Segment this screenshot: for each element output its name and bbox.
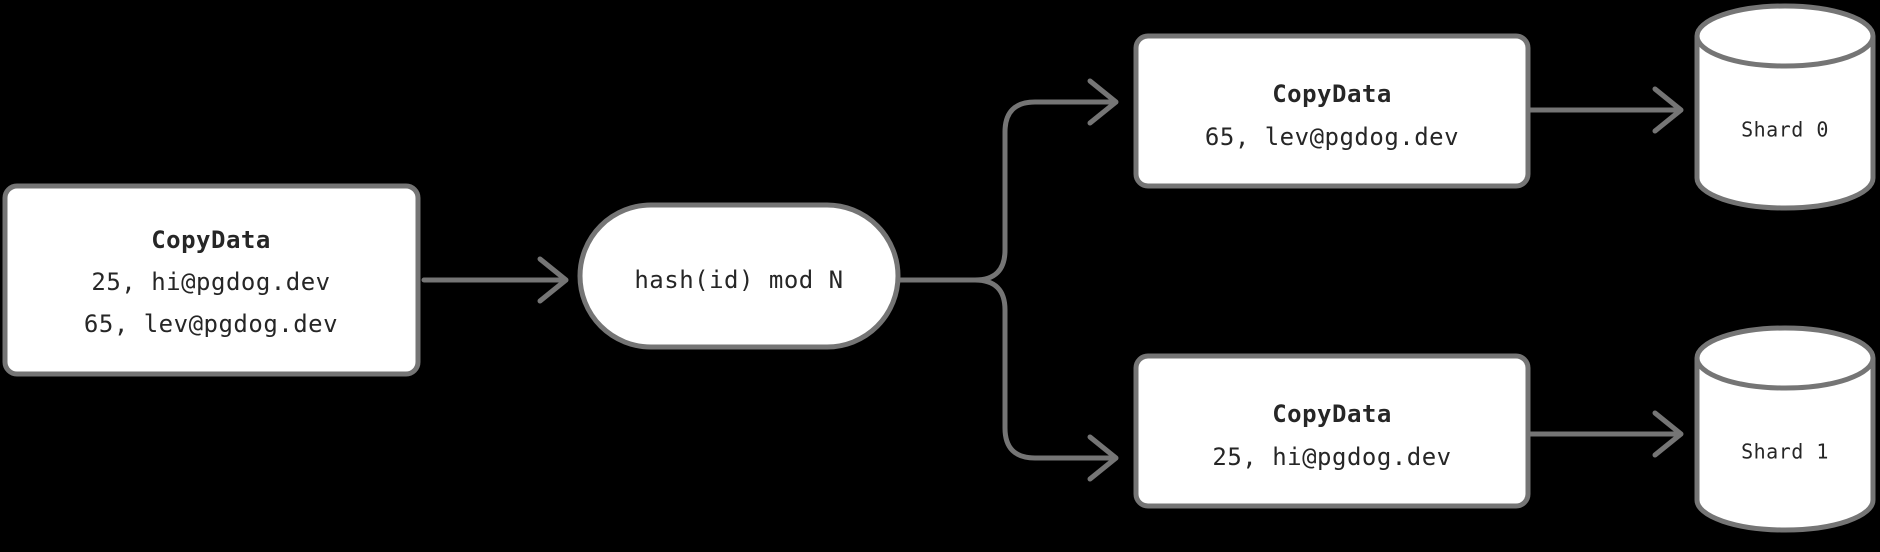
arrow-head-icon xyxy=(1087,434,1119,482)
edge-router-to-branch-top xyxy=(895,78,1119,283)
arrow-head-icon xyxy=(537,256,569,304)
edge-source-to-router xyxy=(421,256,569,304)
shard-1-label: Shard 1 xyxy=(1741,440,1829,464)
branch-top-row-0: 65, lev@pgdog.dev xyxy=(1205,123,1459,151)
edge-line xyxy=(895,277,1113,461)
arrow-head-icon xyxy=(1652,410,1684,458)
branch-bottom-row-0: 25, hi@pgdog.dev xyxy=(1212,443,1451,471)
router-label: hash(id) mod N xyxy=(634,266,843,294)
edge-line xyxy=(895,99,1113,283)
edge-branch-bottom-to-shard-1 xyxy=(1527,410,1684,458)
arrow-head-icon xyxy=(1652,86,1684,134)
node-box[interactable] xyxy=(2,183,421,377)
arrow-head-icon xyxy=(1087,78,1119,126)
source-row-1: 65, lev@pgdog.dev xyxy=(84,310,338,338)
edge-router-to-branch-bottom xyxy=(895,277,1119,482)
node-shard-1-database[interactable]: Shard 1 xyxy=(1694,325,1876,533)
node-stadium[interactable] xyxy=(577,202,901,350)
node-box[interactable] xyxy=(1133,33,1531,189)
database-cylinder-body-icon[interactable] xyxy=(1694,358,1876,533)
node-shard-0-database[interactable]: Shard 0 xyxy=(1694,3,1876,211)
database-cylinder-top-icon xyxy=(1694,325,1876,391)
branch-bottom-title: CopyData xyxy=(1272,400,1392,428)
shard-0-label: Shard 0 xyxy=(1741,118,1829,142)
node-branch-top-copydata[interactable]: CopyData 65, lev@pgdog.dev xyxy=(1133,33,1531,189)
database-cylinder-top-icon xyxy=(1694,3,1876,69)
branch-top-title: CopyData xyxy=(1272,80,1392,108)
edge-branch-top-to-shard-0 xyxy=(1527,86,1684,134)
node-source-copydata[interactable]: CopyData 25, hi@pgdog.dev 65, lev@pgdog.… xyxy=(2,183,421,377)
node-hash-router[interactable]: hash(id) mod N xyxy=(577,202,901,350)
database-cylinder-body-icon[interactable] xyxy=(1694,36,1876,211)
node-box[interactable] xyxy=(1133,353,1531,509)
source-row-0: 25, hi@pgdog.dev xyxy=(91,268,330,296)
node-branch-bottom-copydata[interactable]: CopyData 25, hi@pgdog.dev xyxy=(1133,353,1531,509)
source-title: CopyData xyxy=(151,226,271,254)
